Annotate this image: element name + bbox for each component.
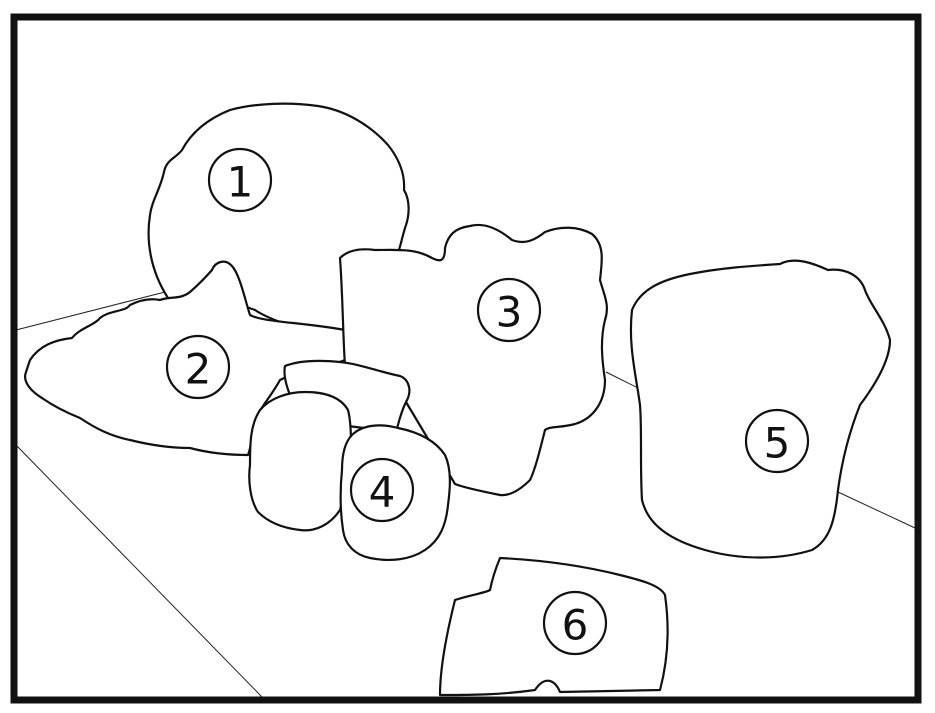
label-3-ring xyxy=(476,277,542,343)
label-3-text: 3 xyxy=(496,288,523,337)
label-1-text: 1 xyxy=(227,158,254,207)
table-edge-right-upper xyxy=(605,371,639,389)
label-1-ring xyxy=(207,147,273,213)
label-5-text: 5 xyxy=(764,419,791,468)
label-2-ring xyxy=(165,334,231,400)
object-3 xyxy=(338,223,608,497)
label-4: 4 xyxy=(349,457,415,523)
object-4-left xyxy=(248,390,354,532)
table-edge-left-bottom xyxy=(15,444,263,698)
table-edge-right-lower xyxy=(837,491,916,529)
label-4-ring xyxy=(349,457,415,523)
object-5 xyxy=(629,259,892,559)
label-6: 6 xyxy=(542,590,608,656)
label-2-text: 2 xyxy=(185,345,212,394)
label-3: 3 xyxy=(476,277,542,343)
label-4-text: 4 xyxy=(369,468,396,517)
label-2: 2 xyxy=(165,334,231,400)
label-6-ring xyxy=(542,590,608,656)
label-5-ring xyxy=(744,408,810,474)
table-edges xyxy=(15,291,916,698)
label-5: 5 xyxy=(744,408,810,474)
label-6-text: 6 xyxy=(562,601,589,650)
picture-frame xyxy=(10,13,922,704)
table-edge-left-top xyxy=(15,291,166,331)
label-1: 1 xyxy=(207,147,273,213)
